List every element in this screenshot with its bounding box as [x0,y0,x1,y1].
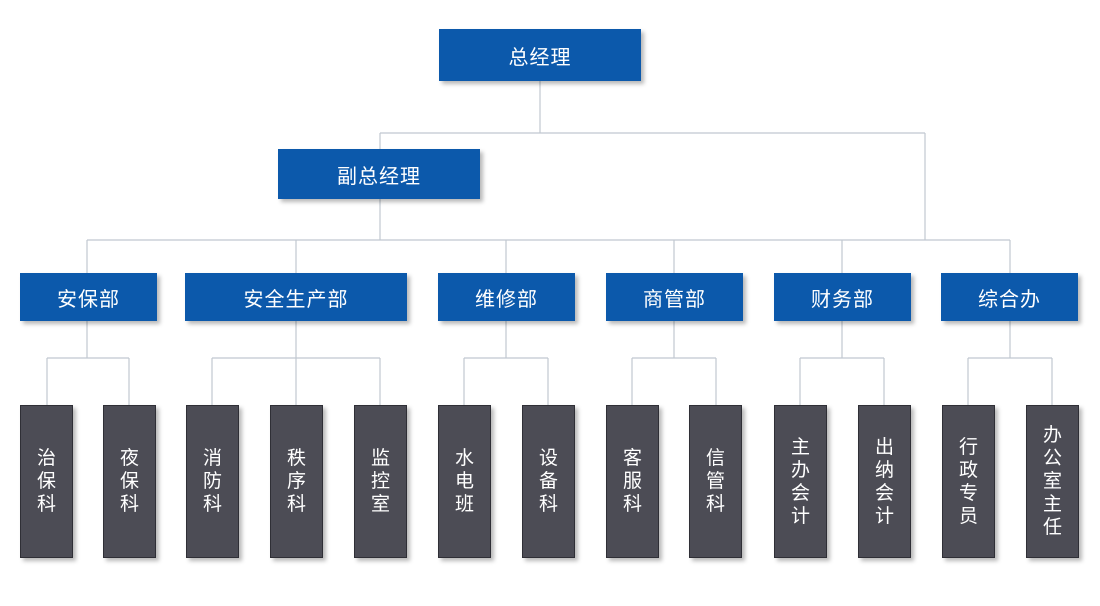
dept-label: 安保部 [57,286,120,311]
unit-box: 秩序科 [270,405,323,558]
dept-box-production-safety: 安全生产部 [185,273,407,321]
unit-label: 信管科 [705,447,725,515]
dept-box-general-office: 综合办 [941,273,1078,321]
unit-box: 设备科 [522,405,575,558]
dept-label: 安全生产部 [243,286,349,311]
unit-box: 主办会计 [774,405,827,558]
unit-box: 监控室 [354,405,407,558]
unit-box: 水电班 [438,405,491,558]
dept-label: 财务部 [811,286,874,311]
unit-label: 治保科 [36,447,56,515]
dept-label: 综合办 [978,286,1041,311]
unit-box: 行政专员 [942,405,995,558]
unit-box: 治保科 [20,405,73,558]
unit-label: 主办会计 [790,435,810,527]
unit-label: 监控室 [370,447,390,515]
ceo-box: 总经理 [439,29,641,81]
unit-box: 办公室主任 [1026,405,1079,558]
unit-box: 消防科 [186,405,239,558]
unit-label: 办公室主任 [1042,424,1062,538]
dept-box-finance: 财务部 [774,273,911,321]
unit-label: 出纳会计 [874,435,894,527]
dept-box-commercial: 商管部 [606,273,743,321]
unit-label: 设备科 [538,447,558,515]
unit-label: 水电班 [454,447,474,515]
unit-box: 客服科 [606,405,659,558]
unit-label: 消防科 [202,447,222,515]
unit-box: 夜保科 [103,405,156,558]
dept-label: 商管部 [643,286,706,311]
ceo-label: 总经理 [508,44,572,69]
unit-box: 出纳会计 [858,405,911,558]
unit-label: 夜保科 [119,447,139,515]
dept-label: 维修部 [475,286,538,311]
deputy-box: 副总经理 [278,149,480,199]
unit-label: 秩序科 [286,447,306,515]
deputy-label: 副总经理 [337,163,421,188]
unit-label: 客服科 [622,447,642,515]
unit-box: 信管科 [689,405,742,558]
dept-box-security: 安保部 [20,273,157,321]
dept-box-maintenance: 维修部 [438,273,575,321]
unit-label: 行政专员 [958,435,978,527]
